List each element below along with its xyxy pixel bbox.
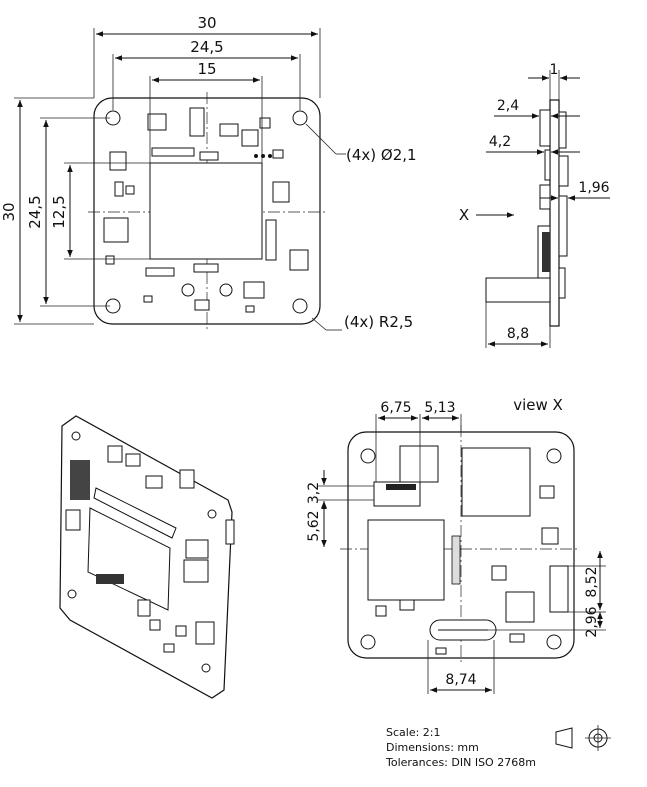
tolerances-note: Tolerances: DIN ISO 2768m (385, 756, 536, 769)
dim-chip: 15 (197, 60, 216, 78)
dim-height: 30 (0, 202, 18, 221)
main-chip (149, 162, 263, 260)
dim-width: 30 (197, 14, 216, 32)
dims-left (14, 97, 150, 325)
side-view: 1 2,4 4,2 1,96 8,8 X (459, 62, 610, 348)
dim-hole-span: 24,5 (190, 38, 223, 56)
bottom-dim-d: 5,62 (306, 510, 322, 541)
bottom-dim-f: 2,96 (584, 606, 600, 637)
isometric-view (59, 415, 235, 699)
dim-height-holes: 24,5 (26, 195, 44, 228)
bottom-dim-b: 5,13 (424, 400, 455, 416)
side-dims (476, 70, 610, 348)
projection-symbol-icon (555, 725, 611, 751)
top-components (103, 107, 309, 313)
top-view: 30 24,5 15 30 24,5 12,5 (4x) Ø2,1 (4x) R… (0, 14, 417, 331)
bottom-dim-e: 8,52 (584, 566, 600, 597)
view-title: view X (513, 396, 563, 414)
bottom-view: 6,75 5,13 3,2 5,62 8,52 2,96 8,74 view X (306, 396, 606, 694)
bottom-dim-c: 3,2 (306, 482, 322, 504)
side-dim-c: 1,96 (578, 180, 609, 196)
radius-callout: (4x) R2,5 (344, 313, 413, 331)
side-dim-b: 4,2 (489, 134, 511, 150)
side-dim-d: 8,8 (507, 326, 529, 342)
view-arrow-label: X (459, 206, 469, 224)
bottom-dims (318, 414, 606, 694)
dim-height-chip: 12,5 (50, 195, 68, 228)
dimensions-note: Dimensions: mm (386, 741, 479, 754)
side-dim-a: 2,4 (497, 98, 519, 114)
bottom-dim-a: 6,75 (380, 400, 411, 416)
side-dim-board: 1 (550, 62, 559, 78)
hole-callout: (4x) Ø2,1 (346, 146, 417, 164)
dims-top (93, 28, 321, 163)
side-connector (485, 277, 551, 303)
bottom-dim-g: 8,74 (445, 672, 476, 688)
scale-note: Scale: 2:1 (386, 726, 441, 739)
side-board (549, 99, 560, 327)
notes-block: Scale: 2:1 Dimensions: mm Tolerances: DI… (385, 725, 611, 769)
